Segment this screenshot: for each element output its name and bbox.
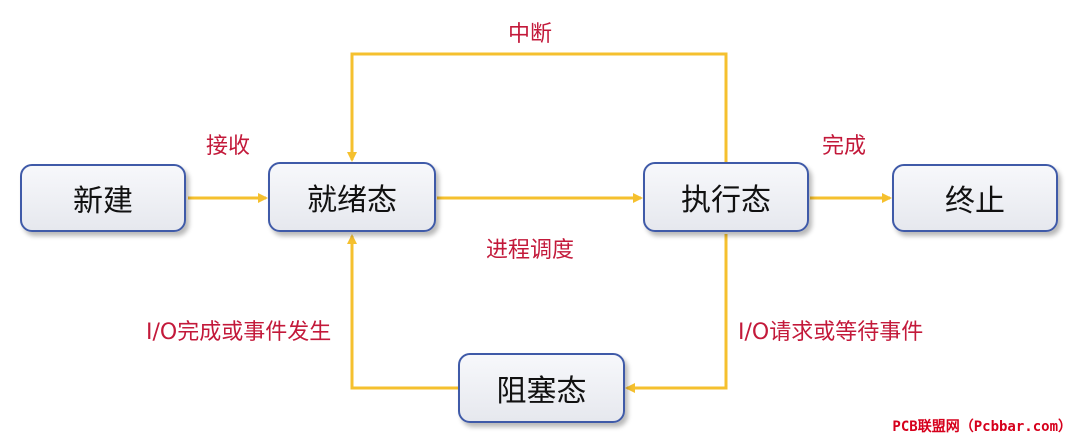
label-dispatch: 进程调度 (486, 238, 575, 263)
node-running: 执行态 (643, 162, 809, 232)
watermark: PCB联盟网（Pcbbar.com） (892, 419, 1072, 435)
label-io-wait: I/O请求或等待事件 (738, 320, 924, 345)
label-interrupt: 中断 (508, 22, 553, 47)
arrow-io-done (347, 234, 458, 390)
arrow-io-wait (625, 234, 728, 393)
node-ready: 就绪态 (268, 162, 436, 232)
label-exit: 完成 (822, 134, 867, 159)
node-new: 新建 (20, 164, 186, 232)
label-io-done: I/O完成或事件发生 (146, 320, 332, 345)
node-terminated: 终止 (892, 164, 1058, 232)
arrow-interrupt (347, 52, 728, 162)
label-admit: 接收 (206, 134, 251, 159)
node-blocked: 阻塞态 (458, 353, 625, 423)
